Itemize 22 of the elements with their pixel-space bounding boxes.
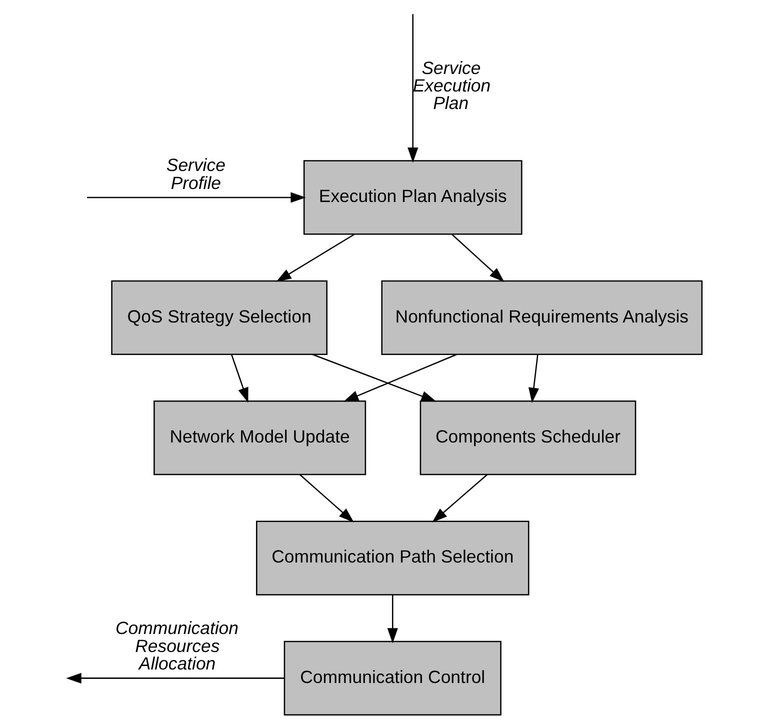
arrow — [528, 354, 540, 403]
arrow — [230, 354, 248, 403]
arrow — [276, 234, 355, 282]
node-box: Execution Plan Analysis — [303, 160, 522, 235]
arrow — [312, 354, 436, 402]
arrow — [343, 354, 458, 402]
arrow — [387, 594, 398, 644]
edge-label: Service Profile — [166, 155, 226, 193]
node-box: QoS Strategy Selection — [111, 280, 328, 355]
arrow — [87, 192, 306, 203]
node-box: Communication Path Selection — [256, 520, 530, 596]
arrow — [432, 474, 488, 522]
edge-label: Service Execution Plan — [412, 58, 491, 114]
arrow — [452, 234, 504, 282]
node-box: Communication Control — [284, 640, 502, 716]
arrow — [300, 474, 354, 523]
arrow — [66, 672, 284, 684]
node-box: Components Scheduler — [420, 400, 636, 476]
arrow — [408, 14, 418, 163]
node-box: Network Model Update — [154, 400, 366, 476]
node-box: Nonfunctional Requirements Analysis — [381, 280, 703, 355]
edge-label: Communication Resources Allocation — [116, 618, 238, 674]
